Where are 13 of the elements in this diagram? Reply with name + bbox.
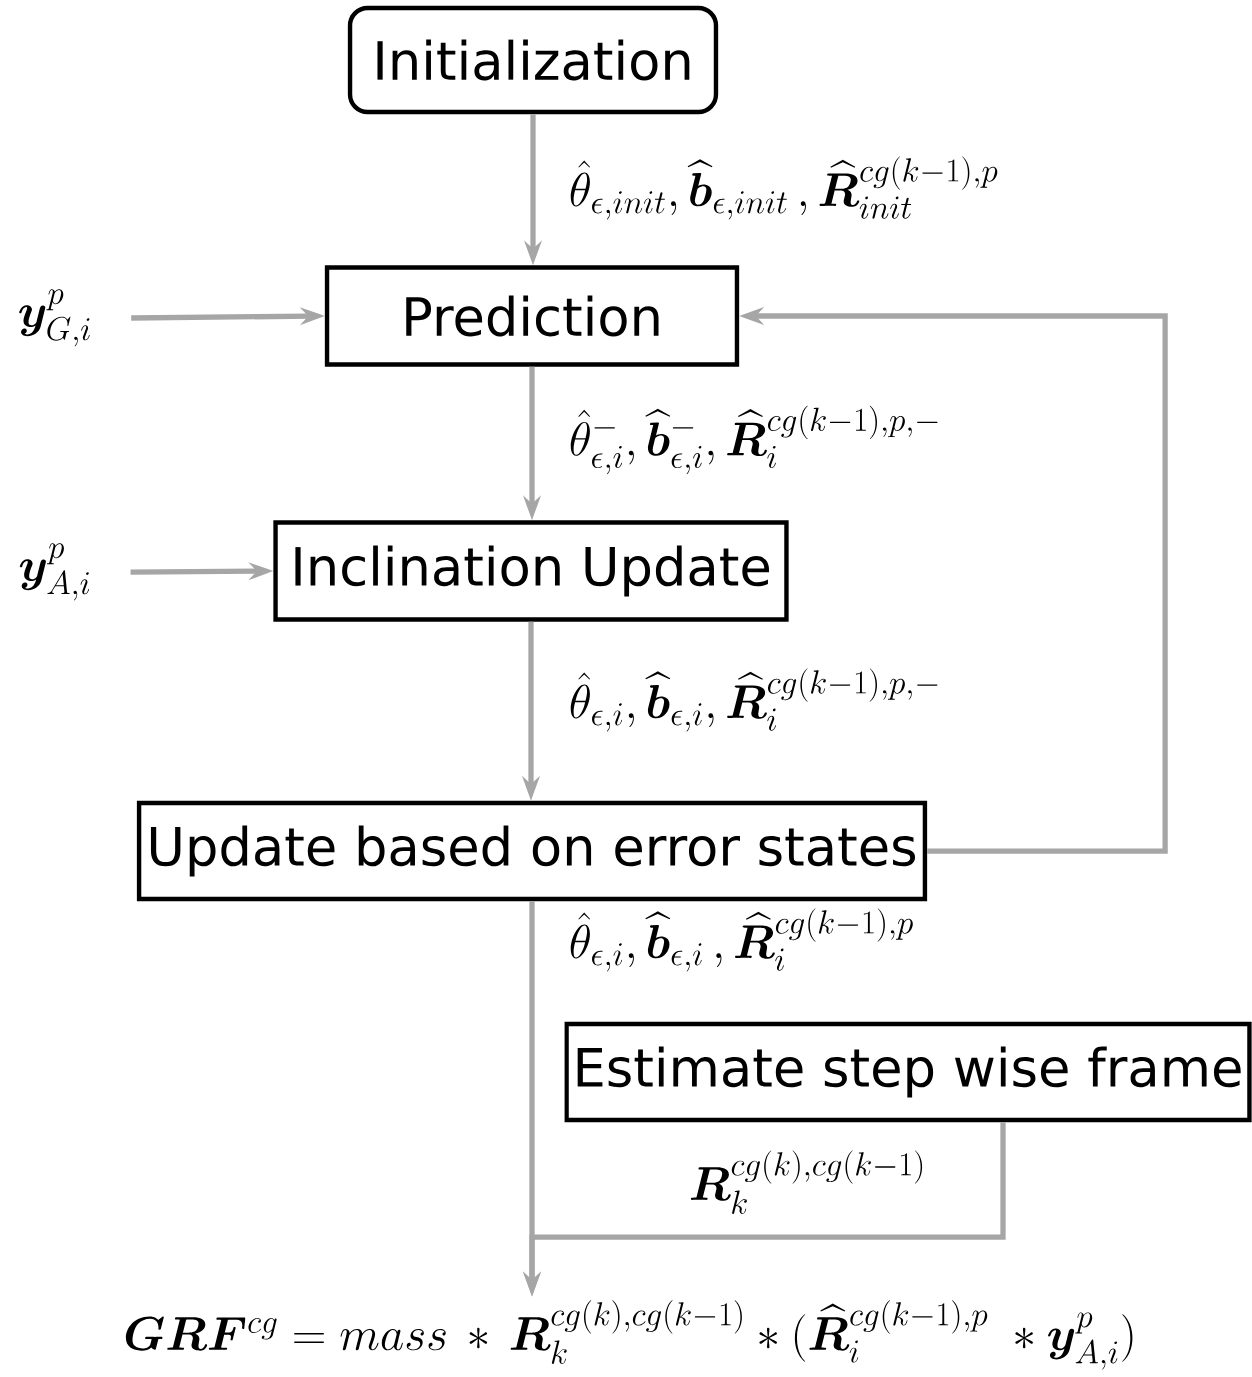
result-formula: $\boldsymbol{GRF}^{cg} = mass\, *\, \boldsymbol{R}_{k}^{cg(k),cg(k-1)} * (\widehat{\boldsymbol{R}}_{i}^{cg(k-1),p}\; * \boldsymbol{y}_{A,i}^{p})$: [125, 1300, 1133, 1370]
edge-label: $\hat{\theta}_{\epsilon,init}, \widehat{\boldsymbol{b}}_{\epsilon,init}\,, \widehat{\boldsymbol{R}}_{init}^{cg(k-1),p}$: [565, 152, 1003, 224]
input-formula: $\boldsymbol{y}_{A,i}^{p}$: [19, 543, 90, 601]
edge-label: $\hat{\theta}_{\epsilon,i}, \widehat{\boldsymbol{b}}_{\epsilon,i}\,, \widehat{\boldsymbol{R}}_{i}^{cg(k-1),p}$: [565, 904, 918, 976]
process-box: Update based on error states: [136, 800, 928, 902]
edge-label: $\hat{\theta}_{\epsilon,i}^{-}, \widehat{\boldsymbol{b}}_{\epsilon,i}^{-}, \widehat{\boldsymbol{R}}_{i}^{cg(k-1),p,-}$: [565, 402, 945, 478]
process-box: Inclination Update: [273, 520, 789, 622]
input-formula: $\boldsymbol{y}_{G,i}^{p}$: [19, 289, 90, 347]
edge-label: $\boldsymbol{R}_{k}^{cg(k),cg(k-1)}$: [685, 1146, 930, 1218]
edge-label: $\hat{\theta}_{\epsilon,i}, \widehat{\boldsymbol{b}}_{\epsilon,i}, \widehat{\boldsymbol{R}}_{i}^{cg(k-1),p,-}$: [565, 664, 945, 736]
process-box: Estimate step wise frame: [564, 1021, 1252, 1123]
start-box: Initialization: [347, 5, 719, 115]
process-box: Prediction: [324, 265, 740, 367]
